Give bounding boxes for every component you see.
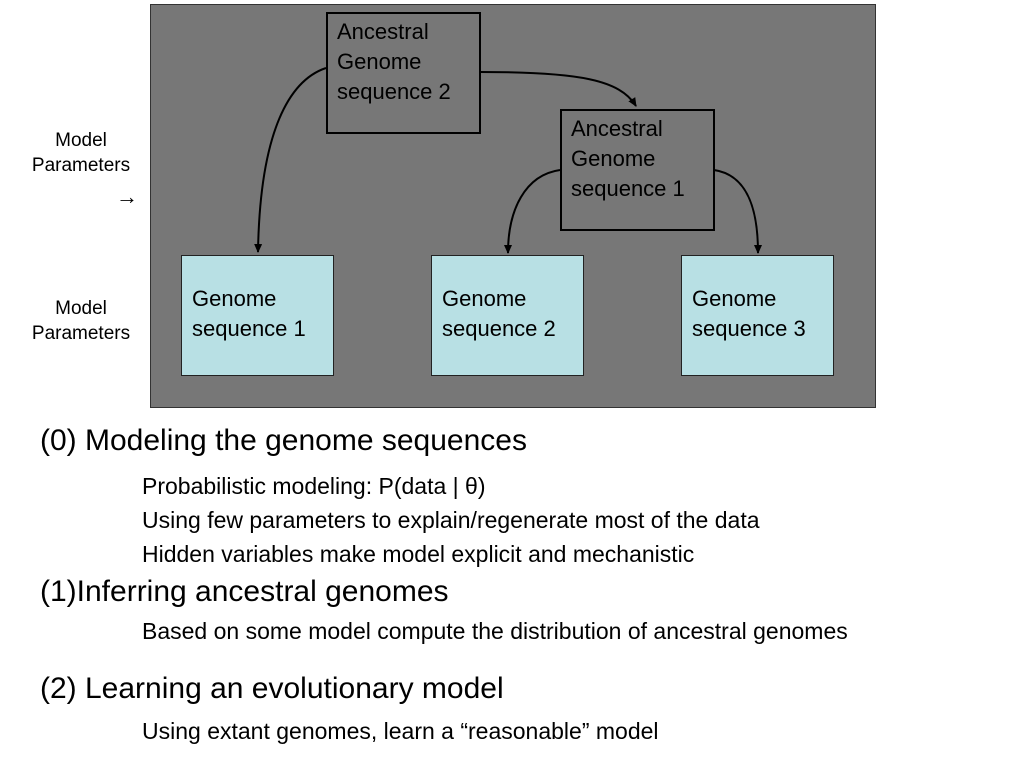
section-0-item-1: Probabilistic modeling: P(data | θ) xyxy=(142,473,486,499)
genome-1-node: Genome sequence 1 xyxy=(181,255,334,376)
edge-anc2-to-genome1 xyxy=(254,67,327,253)
section-1-item-1: Based on some model compute the distribu… xyxy=(142,618,848,644)
edge-anc1-to-genome3 xyxy=(713,169,762,254)
section-0-item-2: Using few parameters to explain/regenera… xyxy=(142,507,760,533)
section-2-heading: (2) Learning an evolutionary model xyxy=(40,672,504,705)
section-0-item-3: Hidden variables make model explicit and… xyxy=(142,541,695,567)
section-1-heading: (1)Inferring ancestral genomes xyxy=(40,575,449,608)
model-parameters-label-top: Model Parameters xyxy=(31,130,131,176)
genome-2-node: Genome sequence 2 xyxy=(431,255,584,376)
right-arrow-icon: → xyxy=(116,184,138,209)
edge-anc1-to-genome2 xyxy=(504,169,561,254)
model-parameters-label-bottom: Model Parameters xyxy=(31,298,131,344)
section-2-item-1: Using extant genomes, learn a “reasonabl… xyxy=(142,718,659,744)
ancestral-genome-2-node: Ancestral Genome sequence 2 xyxy=(326,12,481,134)
edge-anc2-to-anc1 xyxy=(479,71,637,107)
ancestral-genome-1-node: Ancestral Genome sequence 1 xyxy=(560,109,715,231)
section-0-heading: (0) Modeling the genome sequences xyxy=(40,424,527,457)
genome-3-node: Genome sequence 3 xyxy=(681,255,834,376)
